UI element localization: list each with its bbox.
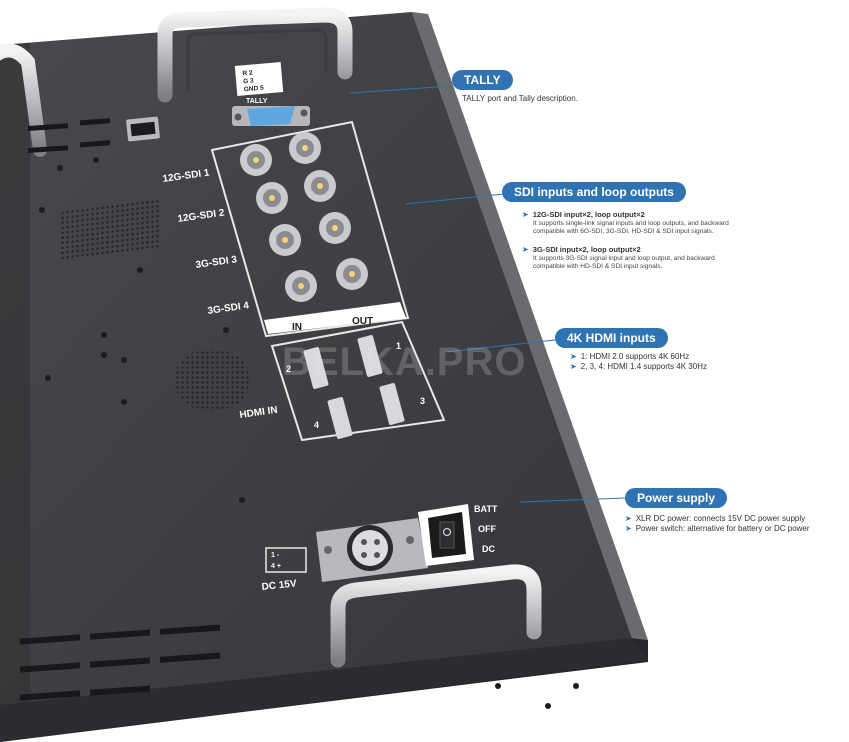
power-switch — [418, 504, 474, 566]
switch-label-batt: BATT — [474, 504, 498, 514]
xlr-dc-connector — [316, 518, 428, 582]
sdi-out-label: OUT — [352, 316, 373, 327]
bullet-arrow-icon: ➤ — [625, 524, 632, 533]
watermark: BELKA.PRO — [282, 340, 527, 384]
callout-tally-text: TALLY port and Tally description. — [462, 94, 578, 103]
callout-hdmi: 4K HDMI inputs — [555, 328, 668, 348]
bullet-arrow-icon: ➤ — [522, 210, 529, 219]
power-item: ➤Power switch: alternative for battery o… — [625, 524, 810, 533]
sdi-item-line: compatible with 6G-SDI, 3G-SDI, HD-SDI &… — [533, 228, 714, 235]
hdmi-item: ➤2, 3, 4: HDMI 1.4 supports 4K 30Hz — [570, 362, 707, 371]
hdmi-port-label-1: 1 — [396, 341, 401, 351]
hdmi-in-label: HDMI IN — [239, 405, 279, 421]
callout-sdi-title: SDI inputs and loop outputs — [502, 182, 686, 202]
speaker-grille-round — [174, 348, 250, 412]
hdmi-port — [379, 383, 405, 425]
xlr-pin-diagram: 1 - 4 + — [265, 547, 307, 573]
sdi-item: ➤12G-SDI input×2, loop output×2 It suppo… — [522, 210, 842, 236]
bnc-connectors — [240, 132, 368, 302]
sdi-item-heading: 12G-SDI input×2, loop output×2 — [532, 210, 645, 219]
sdi-item: ➤3G-SDI input×2, loop output×2 It suppor… — [522, 245, 842, 271]
sdi-item-heading: 3G-SDI input×2, loop output×2 — [532, 245, 641, 254]
callout-power: Power supply — [625, 488, 728, 508]
bnc-connector — [285, 270, 317, 302]
callout-sdi: SDI inputs and loop outputs — [502, 182, 686, 202]
sdi-item-line: It supports single-link signal inputs an… — [533, 220, 729, 227]
bullet-arrow-icon: ➤ — [570, 362, 577, 371]
xlr-pin-label-1: 1 - — [271, 552, 280, 559]
top-left-handle — [0, 43, 47, 157]
callout-tally-title: TALLY — [452, 70, 513, 90]
bnc-connector — [256, 182, 288, 214]
usb-port — [126, 116, 160, 142]
hdmi-ports — [303, 335, 405, 439]
sdi-item-line: compatible with HD-SDI & SDI input signa… — [533, 263, 663, 270]
bullet-arrow-icon: ➤ — [522, 245, 529, 254]
leader-lines — [349, 85, 626, 503]
sdi-item-line: It supports 3G-SDI signal input and loop… — [533, 255, 715, 262]
dc-15v-label: DC 15V — [261, 578, 297, 593]
hdmi-port-label-4: 4 — [314, 420, 319, 430]
speaker-grille-left — [60, 198, 160, 261]
hdmi-port — [327, 397, 353, 439]
sdi-block-outline — [210, 120, 410, 338]
callout-hdmi-title: 4K HDMI inputs — [555, 328, 668, 348]
panel-right-edge — [412, 12, 648, 640]
hdmi-port-label-3: 3 — [420, 396, 425, 406]
tally-label: TALLY — [246, 98, 268, 105]
bnc-connector — [336, 258, 368, 290]
bnc-connector — [289, 132, 321, 164]
screw-holes — [39, 157, 579, 709]
bullet-arrow-icon: ➤ — [625, 514, 632, 523]
bnc-connector — [240, 144, 272, 176]
callout-power-title: Power supply — [625, 488, 728, 508]
bnc-connector — [319, 212, 351, 244]
hdmi-item: ➤1: HDMI 2.0 supports 4K 60Hz — [570, 352, 690, 361]
sdi-in-out-bar — [264, 302, 406, 334]
switch-label-dc: DC — [482, 544, 495, 554]
switch-label-off: OFF — [478, 524, 496, 534]
rear-panel-shade — [0, 43, 30, 705]
tally-pin-1: R 2 — [242, 70, 253, 78]
bnc-connector — [269, 224, 301, 256]
hdmi-port — [357, 335, 383, 377]
bnc-connector — [304, 170, 336, 202]
panel-bottom-strip — [0, 638, 648, 742]
bottom-handle — [330, 564, 542, 668]
callout-sdi-items: ➤12G-SDI input×2, loop output×2 It suppo… — [522, 210, 842, 271]
tally-pin-3: GND 5 — [244, 85, 265, 94]
power-item: ➤XLR DC power: connects 15V DC power sup… — [625, 514, 806, 523]
bullet-arrow-icon: ➤ — [570, 352, 577, 361]
callout-tally: TALLY — [452, 70, 513, 90]
xlr-pin-label-4: 4 + — [271, 563, 281, 570]
hdmi-port — [303, 347, 329, 389]
callout-hdmi-items: ➤1: HDMI 2.0 supports 4K 60Hz ➤2, 3, 4: … — [570, 352, 830, 372]
hdmi-port-label-2: 2 — [286, 364, 291, 374]
callout-power-items: ➤XLR DC power: connects 15V DC power sup… — [625, 514, 847, 534]
tally-pin-2: G 3 — [243, 77, 254, 85]
top-handle — [157, 7, 353, 103]
hdmi-block-outline — [270, 320, 446, 442]
vent-slots — [20, 118, 220, 701]
sdi-in-label: IN — [292, 322, 302, 333]
tally-port: R 2 G 3 GND 5 TALLY — [232, 62, 310, 126]
